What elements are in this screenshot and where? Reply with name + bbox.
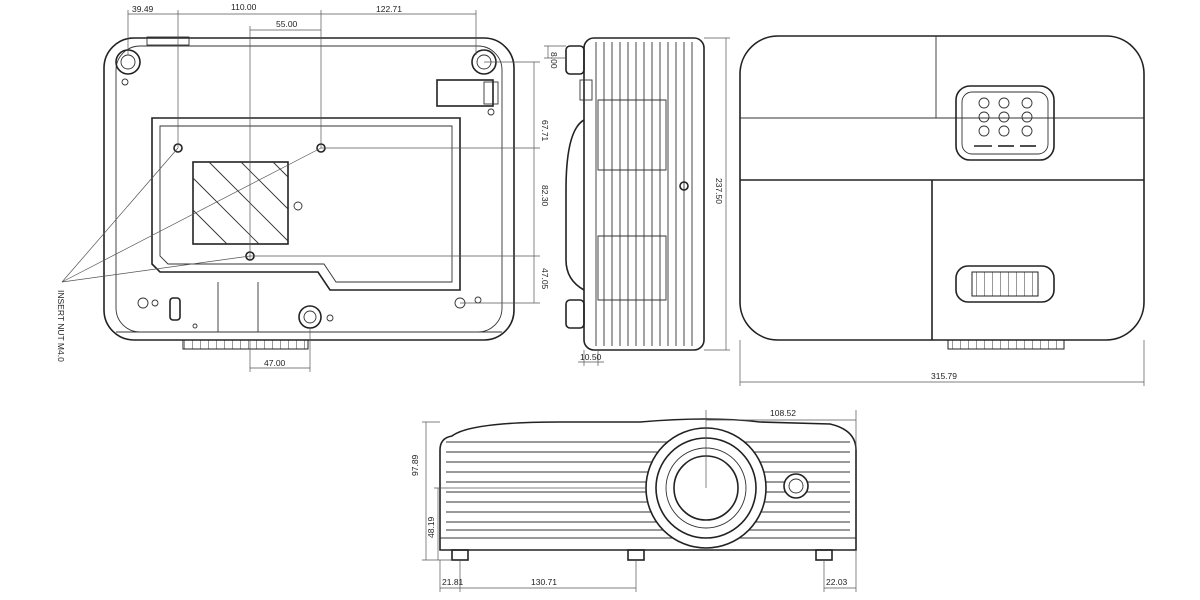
dim-bottom-47-05: 47.05	[540, 268, 550, 290]
dim-side-8: 8.00	[549, 52, 559, 69]
dim-front-foot-left: 21.81	[442, 577, 464, 587]
insert-nut-note: INSERT NUT M4.0	[56, 290, 66, 362]
dim-front-foot-right: 22.03	[826, 577, 848, 587]
side-view	[544, 37, 730, 366]
dim-front-lens-offset: 108.52	[770, 408, 796, 418]
dim-bottom-55: 55.00	[276, 19, 298, 29]
bottom-view	[61, 10, 540, 372]
dim-bottom-122-71: 122.71	[376, 4, 402, 14]
dim-bottom-47: 47.00	[264, 358, 286, 368]
dim-front-lens-height: 48.19	[426, 516, 436, 538]
dim-top-width: 315.79	[931, 371, 957, 381]
dim-bottom-67-71: 67.71	[540, 120, 550, 142]
dim-front-foot-span: 130.71	[531, 577, 557, 587]
dim-bottom-39-49: 39.49	[132, 4, 154, 14]
dim-front-height: 97.89	[410, 454, 420, 476]
dim-side-237-50: 237.50	[714, 178, 724, 204]
dim-bottom-82-30: 82.30	[540, 185, 550, 207]
dim-bottom-110: 110.00	[231, 2, 257, 12]
dim-side-10-50: 10.50	[580, 352, 602, 362]
top-view	[739, 35, 1145, 386]
front-view	[422, 410, 857, 592]
